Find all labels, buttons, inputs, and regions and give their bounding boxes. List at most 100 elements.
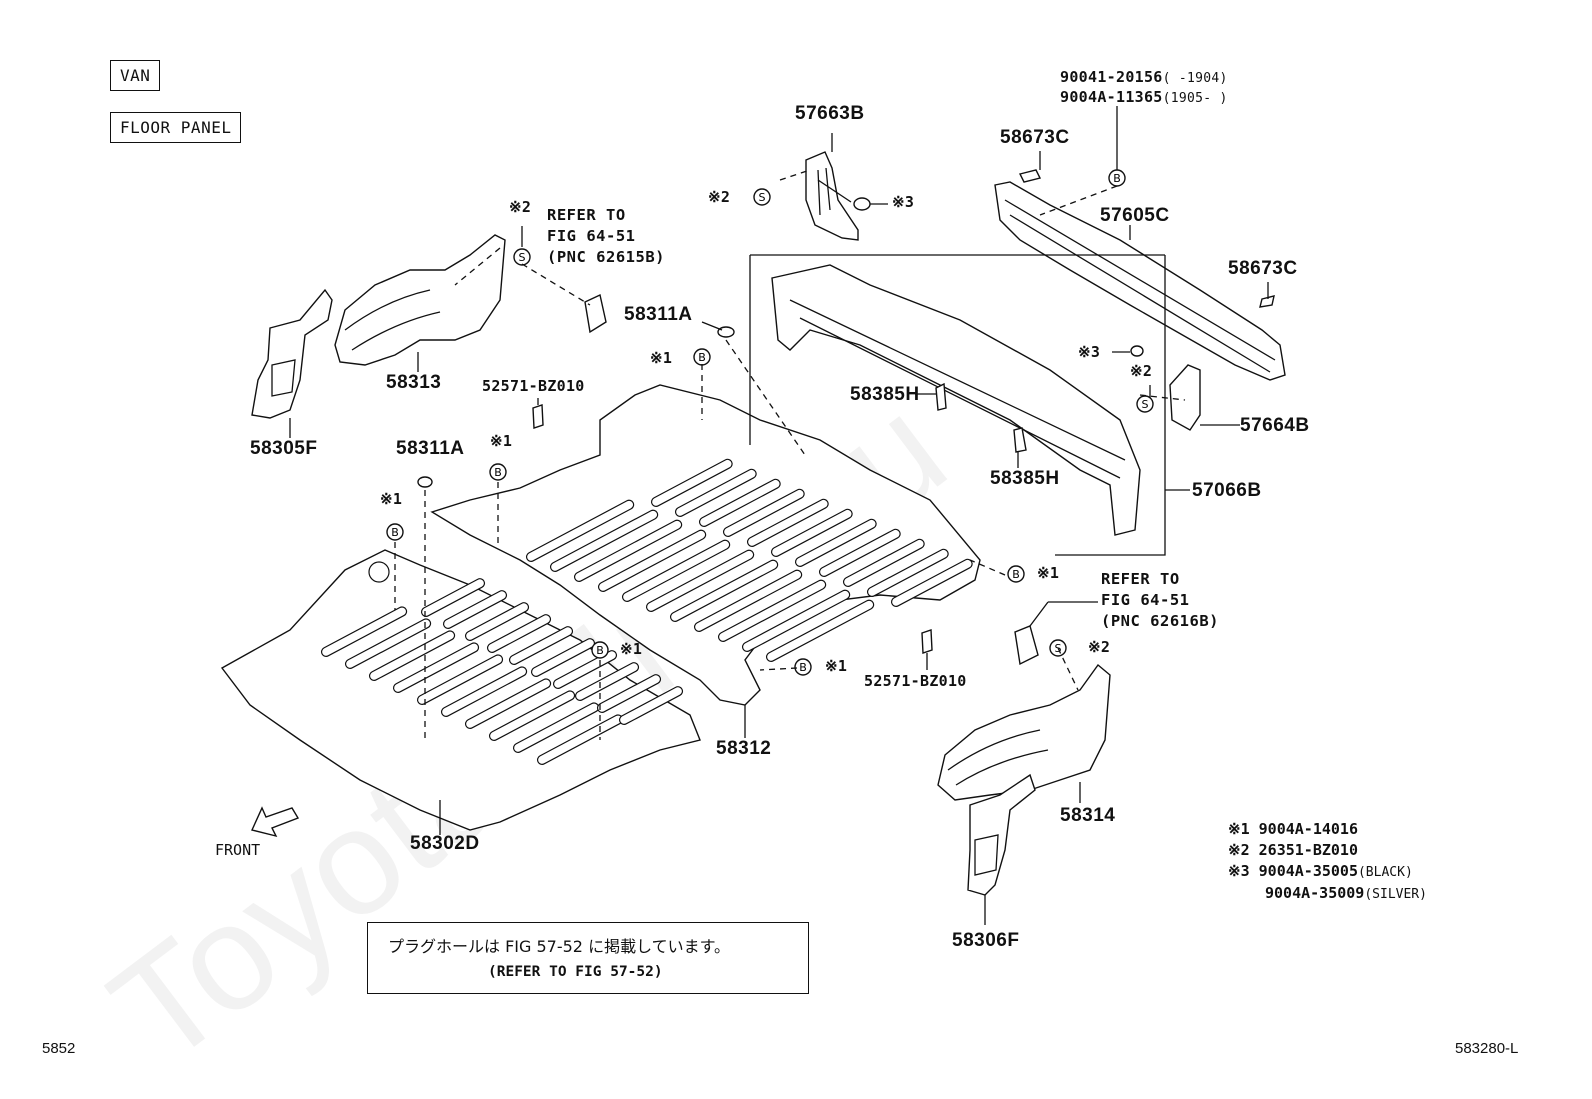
note-jp: プラグホールは FIG 57-52 に掲載しています。 bbox=[388, 937, 730, 956]
mark-2-lower-right: ※2 bbox=[1088, 638, 1111, 656]
part-52571-top[interactable]: 52571-BZ010 bbox=[482, 377, 585, 395]
rear-floor-rib bbox=[741, 589, 851, 652]
part-58302D[interactable]: 58302D bbox=[410, 833, 480, 854]
front-arrow-icon bbox=[251, 806, 300, 838]
front-floor-rib bbox=[442, 590, 508, 629]
screw-symbol-letter: S bbox=[519, 251, 526, 264]
refer-left-line3: (PNC 62615B) bbox=[547, 248, 665, 266]
mark-3-top: ※3 bbox=[892, 193, 915, 211]
bracket-58385H-top bbox=[935, 382, 947, 411]
bolt-symbol-icon bbox=[591, 641, 609, 659]
side-panel-right-58306F-drawing bbox=[967, 773, 1036, 896]
rear-floor-rib bbox=[765, 599, 875, 662]
bolt-symbol-icon bbox=[794, 658, 812, 676]
front-floor-panel-58302D-drawing bbox=[220, 549, 701, 831]
legend-mark-3: ※3 bbox=[1228, 862, 1250, 880]
front-floor-rib bbox=[320, 606, 408, 657]
rear-floor-rib bbox=[746, 498, 829, 547]
part-58313[interactable]: 58313 bbox=[386, 372, 442, 393]
refer-left[interactable]: REFER TO FIG 64-51 (PNC 62615B) bbox=[547, 205, 665, 268]
rear-floor-rib bbox=[722, 488, 805, 537]
clip-3-right bbox=[1130, 345, 1144, 357]
legend-pn-2[interactable]: 26351-BZ010 bbox=[1258, 841, 1358, 859]
front-floor-rib bbox=[392, 642, 480, 693]
part-57664B[interactable]: 57664B bbox=[1240, 415, 1310, 436]
bolt-ref: 90041-20156( -1904) 9004A-11365(1905- ) bbox=[1060, 68, 1228, 108]
part-58311A-left[interactable]: 58311A bbox=[396, 438, 465, 459]
part-52571-bottom[interactable]: 52571-BZ010 bbox=[864, 672, 967, 690]
rear-floor-rib bbox=[650, 458, 733, 507]
bolt-ref-pn-1[interactable]: 90041-20156 bbox=[1060, 68, 1163, 86]
front-floor-rib bbox=[552, 650, 618, 689]
clip-52571-top bbox=[532, 404, 544, 429]
bolt-symbol-letter: B bbox=[1012, 568, 1020, 581]
legend-color-3b: (SILVER) bbox=[1364, 887, 1427, 902]
part-57663B[interactable]: 57663B bbox=[795, 103, 865, 124]
mark-1-right: ※1 bbox=[1037, 564, 1060, 582]
mark-1-center: ※1 bbox=[620, 640, 643, 658]
mark-3-right: ※3 bbox=[1078, 343, 1101, 361]
refer-right[interactable]: REFER TO FIG 64-51 (PNC 62616B) bbox=[1101, 569, 1219, 632]
part-58673C-right[interactable]: 58673C bbox=[1228, 258, 1298, 279]
mark-1-left: ※1 bbox=[380, 490, 403, 508]
legend-pn-3b[interactable]: 9004A-35009 bbox=[1265, 884, 1365, 902]
screw-symbol-letter: S bbox=[759, 191, 766, 204]
note-en[interactable]: (REFER TO FIG 57-52) bbox=[488, 964, 663, 980]
front-floor-rib bbox=[440, 666, 528, 717]
pillar-57663B-drawing bbox=[805, 151, 859, 241]
mark-2-left: ※2 bbox=[509, 198, 532, 216]
clip-3-top bbox=[853, 197, 871, 211]
front-floor-rib bbox=[416, 654, 504, 705]
part-58385H-bottom[interactable]: 58385H bbox=[990, 468, 1060, 489]
front-floor-rib bbox=[420, 578, 486, 617]
rear-member-57066B-drawing bbox=[771, 264, 1141, 536]
part-58311A-top[interactable]: 58311A bbox=[624, 304, 693, 325]
part-58312[interactable]: 58312 bbox=[716, 738, 772, 759]
bolt-ref-pn-2[interactable]: 9004A-11365 bbox=[1060, 88, 1163, 106]
refer-left-line1: REFER TO bbox=[547, 206, 626, 224]
bolt-symbol-letter: B bbox=[698, 351, 706, 364]
screw-symbol-letter: S bbox=[1142, 398, 1149, 411]
front-floor-rib bbox=[596, 674, 662, 713]
footer-left-code: 5852 bbox=[42, 1040, 76, 1057]
bolt-symbol-letter: B bbox=[494, 466, 502, 479]
legend-pn-3a[interactable]: 9004A-35005 bbox=[1258, 862, 1358, 880]
rear-floor-rib bbox=[794, 518, 877, 567]
part-58314[interactable]: 58314 bbox=[1060, 805, 1116, 826]
refer-right-line3: (PNC 62616B) bbox=[1101, 612, 1219, 630]
bolt-symbol-icon bbox=[386, 523, 404, 541]
rear-floor-rib bbox=[866, 548, 949, 597]
rear-floor-rib bbox=[770, 508, 853, 557]
front-floor-rib bbox=[618, 686, 684, 725]
part-58673C-top[interactable]: 58673C bbox=[1000, 127, 1070, 148]
part-57066B[interactable]: 57066B bbox=[1192, 480, 1262, 501]
pillar-57664B-drawing bbox=[1169, 364, 1201, 431]
rear-floor-rib bbox=[573, 519, 683, 582]
legend-mark-1: ※1 bbox=[1228, 820, 1250, 838]
part-58385H-top[interactable]: 58385H bbox=[850, 384, 920, 405]
rear-floor-rib bbox=[674, 468, 757, 517]
rear-floor-rib bbox=[525, 499, 635, 562]
part-58305F[interactable]: 58305F bbox=[250, 438, 318, 459]
bolt-symbol-icon bbox=[489, 463, 507, 481]
rear-floor-rib bbox=[645, 549, 755, 612]
screw-symbol-icon bbox=[513, 248, 531, 266]
legend: ※1 9004A-14016 ※2 26351-BZ010 ※3 9004A-3… bbox=[1228, 819, 1427, 905]
part-57605C[interactable]: 57605C bbox=[1100, 205, 1170, 226]
front-floor-rib bbox=[488, 690, 576, 741]
rear-floor-rib bbox=[818, 528, 901, 577]
refer-right-line2: FIG 64-51 bbox=[1101, 591, 1190, 609]
legend-pn-1[interactable]: 9004A-14016 bbox=[1258, 820, 1358, 838]
refer-left-line2: FIG 64-51 bbox=[547, 227, 636, 245]
bolt-symbol-icon bbox=[1007, 565, 1025, 583]
legend-color-3a: (BLACK) bbox=[1357, 865, 1413, 880]
mark-1-mid: ※1 bbox=[490, 432, 513, 450]
front-floor-rib bbox=[486, 614, 552, 653]
rear-floor-rib bbox=[549, 509, 659, 572]
note-box: プラグホールは FIG 57-52 に掲載しています。 (REFER TO FI… bbox=[367, 922, 809, 994]
part-58306F[interactable]: 58306F bbox=[952, 930, 1020, 951]
clip-52571-bottom bbox=[921, 629, 933, 654]
pad-58673C-right bbox=[1259, 295, 1275, 308]
plug-58311A-top bbox=[717, 326, 735, 338]
